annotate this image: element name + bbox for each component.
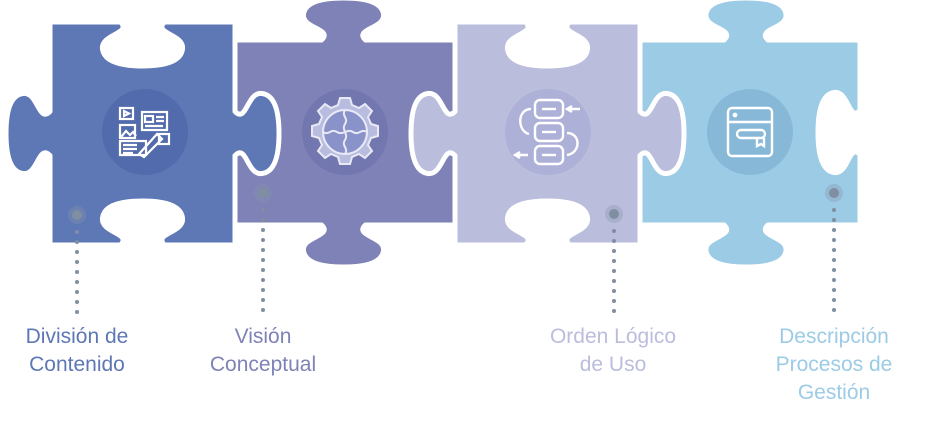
connector-dot: [261, 278, 265, 282]
marker-dot: [829, 188, 839, 198]
gear-puzzle-icon: [302, 89, 388, 175]
label-line: de Uso: [579, 353, 647, 376]
browser-window-icon: [707, 89, 793, 175]
step-label-division-contenido: División de Contenido: [0, 323, 177, 379]
connector-dot: [261, 258, 265, 262]
connector-dot: [832, 218, 836, 222]
connector-dot: [261, 268, 265, 272]
connector-dot: [612, 309, 616, 313]
connector-dot: [261, 308, 265, 312]
connector-dot: [612, 299, 616, 303]
connector-dot: [832, 268, 836, 272]
connector-dot: [261, 228, 265, 232]
connector-dot: [832, 258, 836, 262]
label-line: División de: [25, 325, 129, 348]
connector-dot: [75, 250, 79, 254]
connector-dot: [261, 298, 265, 302]
label-line: Conceptual: [209, 353, 317, 376]
connector-dot: [612, 249, 616, 253]
connector-dot: [832, 248, 836, 252]
label-line: Contenido: [29, 353, 125, 376]
connector-dot: [261, 288, 265, 292]
label-line: Orden Lógico: [549, 325, 677, 348]
connector-dot: [261, 248, 265, 252]
connector-dot: [75, 300, 79, 304]
connector-dot: [261, 208, 265, 212]
connector-dot: [612, 239, 616, 243]
connector-dot: [832, 308, 836, 312]
connector-dot: [832, 228, 836, 232]
label-line: Descripción: [779, 325, 889, 348]
connector-dot: [612, 289, 616, 293]
label-line: Procesos de: [775, 353, 893, 376]
connector-dot: [261, 238, 265, 242]
connector-dot: [261, 218, 265, 222]
connector-dot: [75, 310, 79, 314]
step-label-vision-conceptual: Visión Conceptual: [163, 323, 363, 379]
connector-dot: [75, 240, 79, 244]
connector-dot: [832, 288, 836, 292]
connector-dot: [75, 260, 79, 264]
marker-dot: [609, 209, 619, 219]
connector-dot: [832, 298, 836, 302]
connector-dot: [832, 278, 836, 282]
connector-dot: [832, 238, 836, 242]
connector-dot: [612, 259, 616, 263]
label-line: Visión: [234, 325, 292, 348]
flow-order-icon: [505, 89, 591, 175]
step-label-descripcion-procesos: Descripción Procesos de Gestión: [734, 323, 930, 407]
marker-dot: [72, 210, 82, 220]
connector-dot: [612, 279, 616, 283]
connector-dot: [612, 269, 616, 273]
label-line: Gestión: [797, 381, 871, 404]
connector-dot: [612, 229, 616, 233]
connector-dot: [75, 270, 79, 274]
connector-dot: [75, 280, 79, 284]
step-label-orden-logico: Orden Lógico de Uso: [513, 323, 713, 379]
connector-dot: [75, 290, 79, 294]
content-media-icon: [102, 89, 188, 175]
marker-dot: [258, 188, 268, 198]
connector-dot: [75, 230, 79, 234]
connector-dot: [832, 208, 836, 212]
